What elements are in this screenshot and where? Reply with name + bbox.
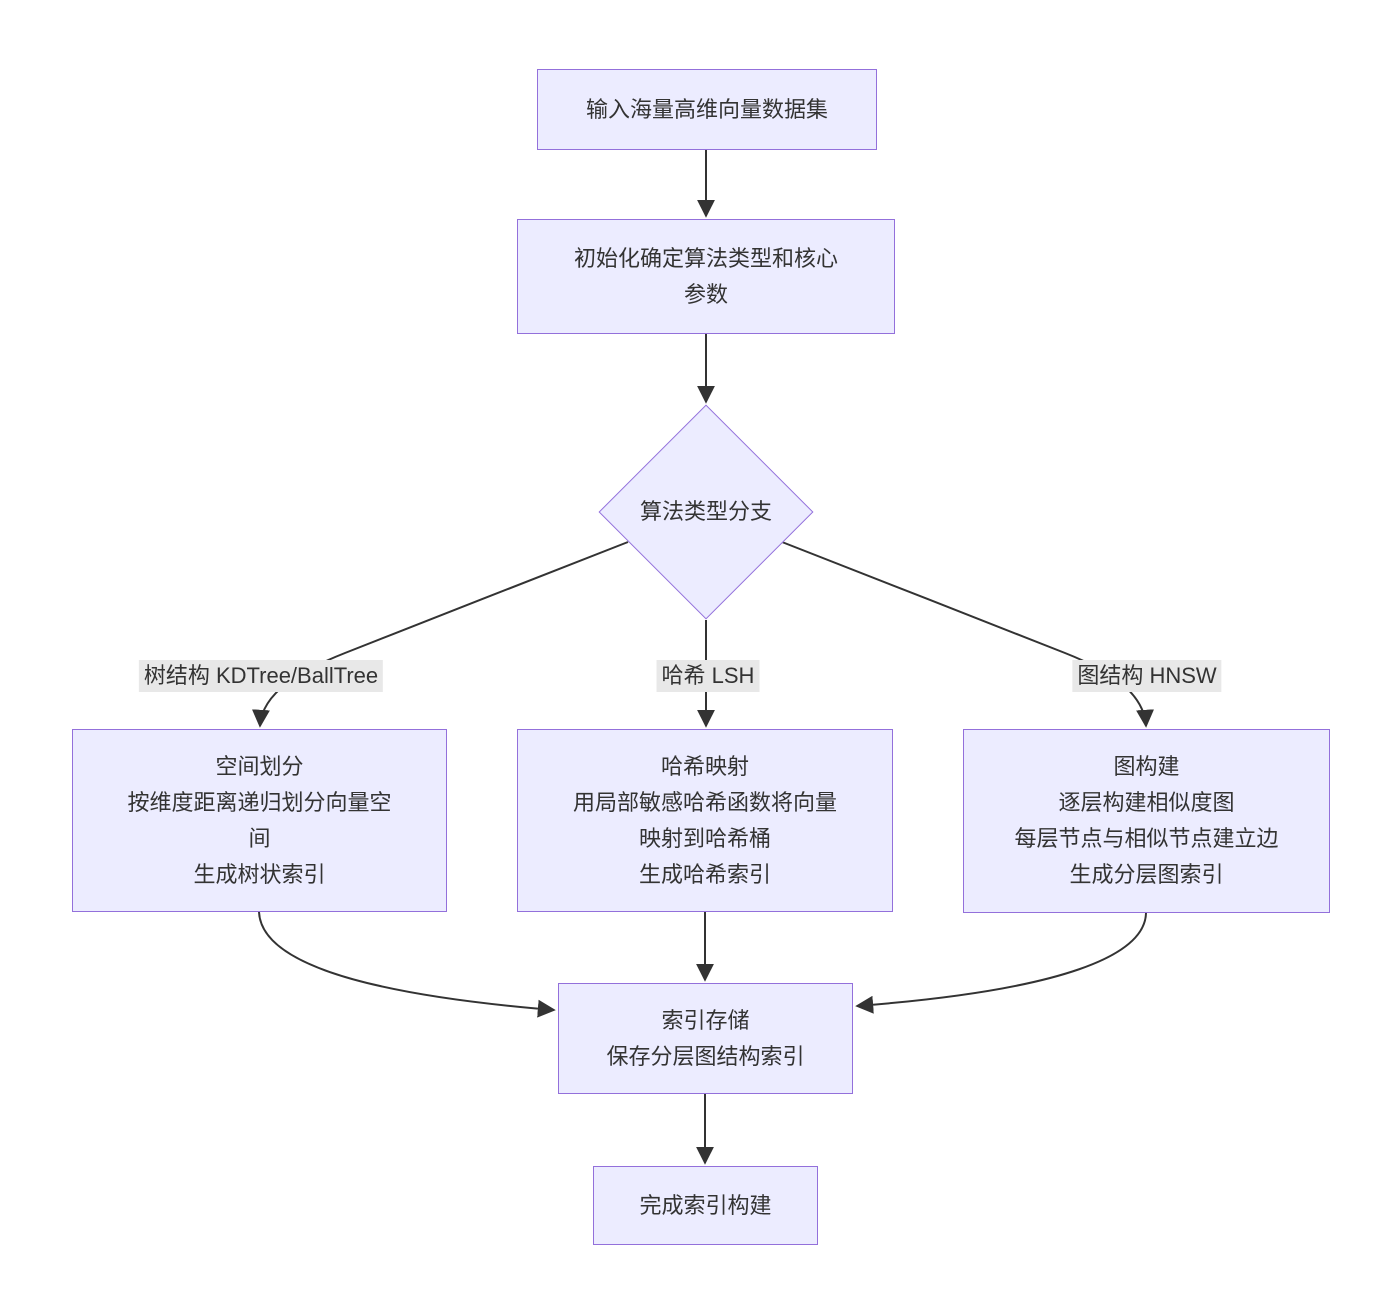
decision-algorithm-branch: 算法类型分支 <box>639 499 772 524</box>
edge-graph-to-store <box>855 912 1147 1014</box>
flow-node-graph-build: 图构建 逐层构建相似度图 每层节点与相似节点建立边 生成分层图索引 <box>963 729 1330 913</box>
edge-label-hash: 哈希 LSH <box>656 660 760 692</box>
flow-node-hash-mapping: 哈希映射 用局部敏感哈希函数将向量 映射到哈希桶 生成哈希索引 <box>517 729 893 912</box>
flow-node-index-store: 索引存储 保存分层图结构索引 <box>558 983 853 1094</box>
flow-node-index-complete: 完成索引构建 <box>593 1166 818 1245</box>
flow-node-input-dataset: 输入海量高维向量数据集 <box>537 69 877 150</box>
edge-label-graph: 图结构 HNSW <box>1072 660 1222 692</box>
flow-node-init-params: 初始化确定算法类型和核心 参数 <box>517 219 895 334</box>
edge-decision-to-graph <box>781 541 1155 728</box>
flow-node-space-partition: 空间划分 按维度距离递归划分向量空 间 生成树状索引 <box>72 729 447 912</box>
edge-tree-to-store <box>258 911 556 1018</box>
edge-decision-to-tree <box>251 541 629 728</box>
edge-label-tree: 树结构 KDTree/BallTree <box>138 660 384 692</box>
